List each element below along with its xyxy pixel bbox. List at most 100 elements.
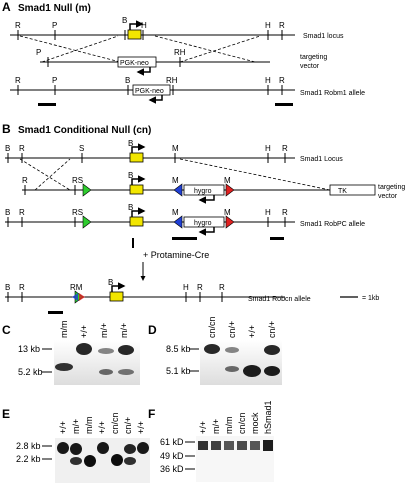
band bbox=[97, 442, 109, 454]
band bbox=[118, 369, 134, 375]
probe-bar bbox=[270, 237, 284, 240]
lane-label: cn/cn bbox=[207, 316, 217, 338]
site-label: M bbox=[224, 176, 231, 185]
lane-label: +/+ bbox=[58, 421, 68, 434]
probe-bar bbox=[172, 237, 197, 240]
exon-box bbox=[129, 184, 144, 195]
site-label: B bbox=[5, 144, 10, 153]
probe-bar bbox=[48, 311, 63, 314]
band bbox=[224, 441, 234, 450]
band bbox=[57, 442, 69, 454]
panel-b-title: Smad1 Conditional Null (cn) bbox=[18, 125, 151, 136]
panel-b-locus-row: B R S B M H R Smad1 Locus bbox=[5, 139, 343, 163]
blot-bands bbox=[57, 442, 149, 467]
marker-label: 5.2 kb bbox=[18, 367, 43, 377]
band bbox=[198, 441, 208, 450]
band bbox=[111, 454, 123, 466]
band bbox=[211, 441, 221, 450]
site-label: M bbox=[224, 208, 231, 217]
panel-b-robcn-row: B R RM B H R R Smad1 Robcn allele = 1kb bbox=[5, 278, 379, 314]
vector-label-1: targeting bbox=[300, 54, 327, 61]
lane-label: m/+ bbox=[119, 323, 129, 338]
lane-label: +/+ bbox=[136, 421, 146, 434]
site-label: B bbox=[122, 16, 127, 25]
marker-label: 2.2 kb bbox=[16, 454, 41, 464]
probe-bar bbox=[275, 103, 293, 106]
marker-label: 8.5 kb bbox=[166, 344, 191, 354]
site-label: B bbox=[5, 283, 10, 292]
lane-label: cn/cn bbox=[237, 412, 247, 434]
lane-label: cn/+ bbox=[267, 321, 277, 338]
hygro-arrow bbox=[198, 227, 215, 236]
band bbox=[76, 343, 92, 355]
exon-box bbox=[127, 29, 142, 40]
band bbox=[137, 442, 149, 454]
site-label: R bbox=[219, 283, 225, 292]
site-label: R bbox=[279, 21, 285, 30]
transcription-arrow bbox=[131, 175, 146, 185]
transcription-arrow bbox=[131, 143, 146, 153]
site-label: P bbox=[36, 48, 41, 57]
band bbox=[124, 444, 136, 454]
panel-b-vector-row: hygro TK R RS B M M targeting vector bbox=[22, 171, 405, 204]
panel-e-letter: E bbox=[2, 407, 10, 421]
marker-label: 5.1 kb bbox=[166, 366, 191, 376]
site-label: R bbox=[19, 283, 25, 292]
site-label: R bbox=[279, 76, 285, 85]
band bbox=[225, 347, 239, 353]
panel-f-letter: F bbox=[148, 407, 155, 421]
lane-label: m/m bbox=[59, 321, 69, 339]
marker-label: 49 kD bbox=[160, 451, 184, 461]
marker-label: 13 kb bbox=[18, 344, 40, 354]
neo-arrow bbox=[148, 95, 163, 104]
hygro-arrow bbox=[198, 195, 215, 204]
allele-label: Smad1 Robm1 allele bbox=[300, 90, 365, 97]
band bbox=[263, 440, 273, 451]
lane-label: m/+ bbox=[211, 419, 221, 434]
panel-a-title: Smad1 Null (m) bbox=[18, 3, 91, 14]
band bbox=[264, 345, 280, 355]
site-label: P bbox=[52, 21, 57, 30]
allele-label: Smad1 RobPC allele bbox=[300, 221, 365, 228]
panel-a-allele-row: PGK-neo R P B RH H R Smad1 Robm1 allele bbox=[10, 76, 365, 106]
pgk-neo-cassette bbox=[132, 84, 171, 96]
site-label: H bbox=[265, 76, 271, 85]
cassette-label: hygro bbox=[194, 188, 212, 195]
site-label: B bbox=[5, 208, 10, 217]
site-label: B bbox=[125, 76, 130, 85]
loxp-site bbox=[79, 293, 85, 301]
cassette-label: hygro bbox=[194, 220, 212, 227]
loxp-site bbox=[225, 183, 235, 197]
site-label: RH bbox=[166, 76, 178, 85]
lane-label: mock bbox=[250, 412, 260, 434]
lane-label: hSmad1 bbox=[263, 400, 273, 434]
site-label: M bbox=[172, 176, 179, 185]
vector-label-1: targeting bbox=[378, 184, 405, 191]
probe-bar bbox=[38, 103, 56, 106]
vector-label-2: vector bbox=[378, 193, 398, 200]
site-label: R bbox=[15, 21, 21, 30]
site-label: R bbox=[19, 208, 25, 217]
site-label: R bbox=[19, 144, 25, 153]
band bbox=[84, 455, 96, 467]
tk-cassette bbox=[329, 184, 376, 196]
site-label: RS bbox=[72, 208, 83, 217]
locus-label: Smad1 Locus bbox=[300, 156, 343, 163]
band bbox=[243, 365, 261, 377]
band bbox=[250, 441, 260, 450]
panel-a-locus-row: R P B H H R Smad1 locus bbox=[10, 16, 344, 40]
site-label: P bbox=[52, 76, 57, 85]
site-label: RH bbox=[174, 48, 186, 57]
site-label: R bbox=[22, 176, 28, 185]
tk-label: TK bbox=[338, 188, 347, 195]
locus-label: Smad1 locus bbox=[303, 33, 344, 40]
site-label: B bbox=[128, 171, 133, 180]
lane-label: m/m bbox=[84, 417, 94, 435]
band bbox=[204, 344, 220, 354]
lane-label: +/+ bbox=[79, 325, 89, 338]
vector-label-2: vector bbox=[300, 63, 320, 70]
marker-label: 2.8 kb bbox=[16, 441, 41, 451]
